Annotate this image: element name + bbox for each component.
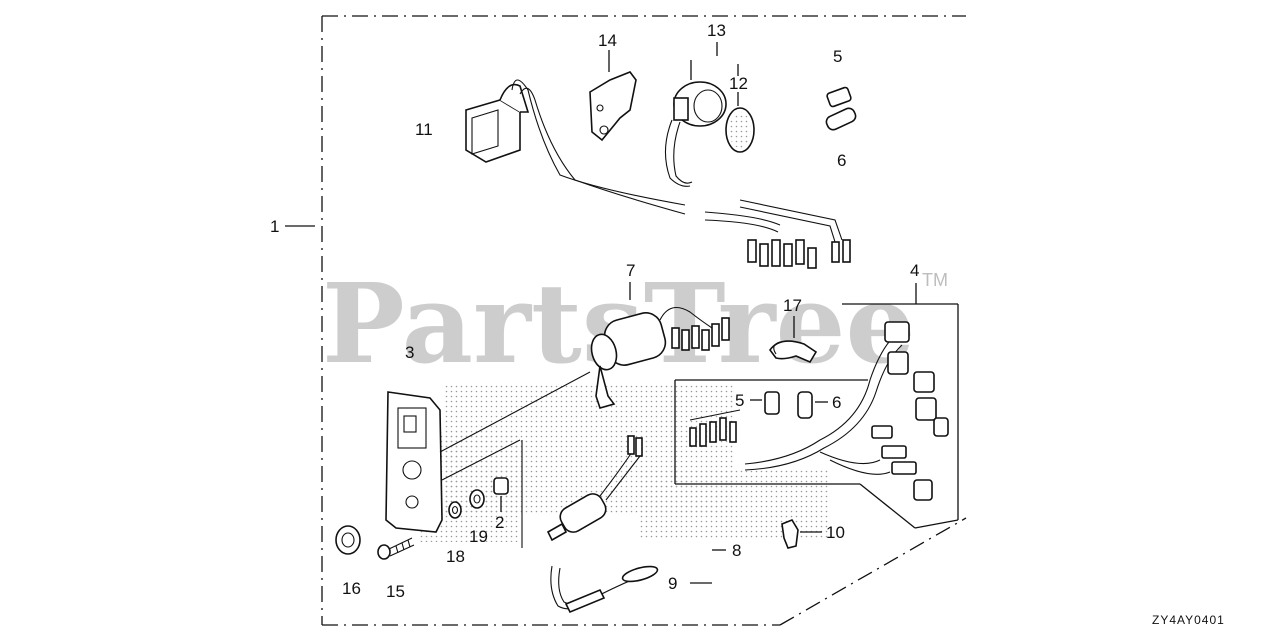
frame-diagonal-line <box>779 517 967 626</box>
part-13-meter <box>664 42 727 187</box>
callout-8: 8 <box>732 541 741 560</box>
callout-13: 13 <box>707 21 726 40</box>
callout-17: 17 <box>783 296 802 315</box>
callout-18: 18 <box>446 547 465 566</box>
part-12-lens <box>725 64 755 153</box>
callout-4: 4 <box>910 261 919 280</box>
part-8-solenoid <box>521 435 643 548</box>
part-18-washer <box>448 501 462 519</box>
callout-5-lower: 5 <box>735 391 744 410</box>
part-19-washer <box>469 489 485 509</box>
callout-11: 11 <box>415 120 433 139</box>
part-9-cable <box>550 565 712 614</box>
callout-5-top: 5 <box>833 47 842 66</box>
callout-14: 14 <box>598 31 617 50</box>
part-16-nut <box>335 525 361 555</box>
part-15-bolt <box>377 537 415 560</box>
callout-16: 16 <box>342 579 361 598</box>
callout-6-lower: 6 <box>832 393 841 412</box>
callout-6-top: 6 <box>837 151 846 170</box>
watermark-trademark: TM <box>922 270 948 290</box>
part-11-switch <box>465 79 781 233</box>
part-3-panel <box>385 371 591 533</box>
callout-12: 12 <box>729 74 748 93</box>
diagram-code: ZY4AY0401 <box>1152 613 1225 627</box>
callout-19: 19 <box>469 527 488 546</box>
shading-area <box>640 470 830 540</box>
callout-10: 10 <box>826 523 845 542</box>
part-2-nut <box>493 477 509 512</box>
part-14-bracket <box>589 50 637 142</box>
callout-3: 3 <box>405 343 414 362</box>
part-6-lower <box>797 391 828 419</box>
part-6-top <box>825 107 857 131</box>
part-17-clip <box>769 316 818 364</box>
callout-9: 9 <box>668 574 677 593</box>
callout-7: 7 <box>626 261 635 280</box>
part-5-lower <box>750 391 780 415</box>
part-5-top <box>826 86 852 108</box>
part-7-ignition-switch <box>590 282 730 409</box>
callout-15: 15 <box>386 582 405 601</box>
callout-1: 1 <box>270 217 279 236</box>
assembly-frame <box>321 15 967 626</box>
part-4-harness <box>674 283 959 529</box>
connector-bundle-top <box>739 199 851 269</box>
callout-2: 2 <box>495 513 504 532</box>
part-10-clip <box>781 519 822 549</box>
